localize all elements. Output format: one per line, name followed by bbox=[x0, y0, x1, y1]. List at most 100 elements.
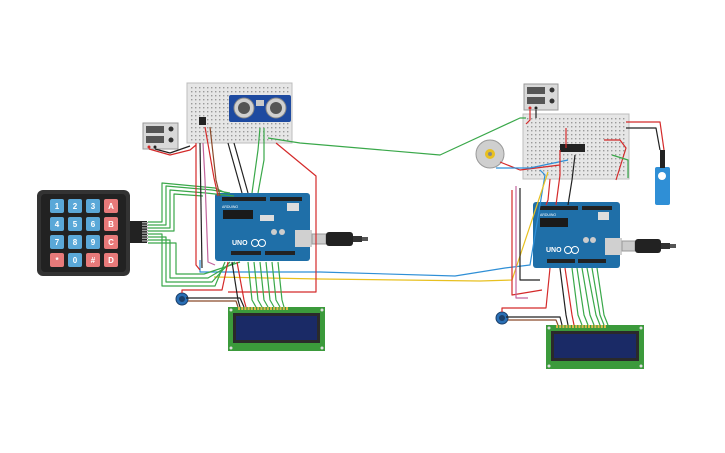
usb-cable-left[interactable] bbox=[311, 232, 368, 246]
wire-red-servo[interactable] bbox=[626, 121, 665, 151]
arduino-left[interactable]: UNO ARDUINO bbox=[215, 193, 312, 261]
wire-black-bb-left-3[interactable] bbox=[199, 142, 203, 269]
wire-pot-right-3[interactable] bbox=[508, 319, 559, 326]
wire-lcd-right-7[interactable] bbox=[591, 267, 605, 326]
wire-green-bb-right[interactable] bbox=[611, 154, 629, 178]
wire-lcd-right-2[interactable] bbox=[564, 267, 575, 326]
potentiometer-right[interactable] bbox=[495, 311, 509, 325]
wire-red-psu-right[interactable] bbox=[525, 110, 531, 125]
keypad-key[interactable]: 6 bbox=[86, 217, 100, 231]
wire-lcd-left-2[interactable] bbox=[236, 261, 247, 308]
wire-lcd-right-8[interactable] bbox=[596, 267, 609, 326]
wire-lcd-left-1[interactable] bbox=[231, 261, 241, 308]
wire-keypad-2[interactable] bbox=[148, 185, 231, 226]
wire-pot-left-3[interactable] bbox=[188, 300, 239, 308]
keypad-key-label: 2 bbox=[73, 202, 78, 211]
wire-green-bb-left-1[interactable] bbox=[251, 127, 261, 194]
wire-lcd-left-8[interactable] bbox=[277, 261, 285, 308]
keypad-key-label: 7 bbox=[55, 238, 60, 247]
wire-lcd-left-6[interactable] bbox=[265, 261, 275, 308]
wire-black-bb-left-1[interactable] bbox=[233, 142, 249, 194]
wire-red-bb-right-2[interactable] bbox=[511, 190, 543, 296]
wire-blue-motor[interactable] bbox=[496, 159, 569, 169]
wire-pot-left-2[interactable] bbox=[186, 297, 245, 308]
keypad-key-label: 9 bbox=[91, 238, 96, 247]
wire-red-bb-left-3[interactable] bbox=[195, 143, 201, 271]
power-supply-right[interactable] bbox=[523, 83, 559, 111]
wire-pink-left[interactable] bbox=[202, 142, 216, 266]
keypad-key-label: 5 bbox=[73, 220, 78, 229]
keypad-key[interactable]: 4 bbox=[50, 217, 64, 231]
wire-red-bb-left-2[interactable] bbox=[204, 126, 219, 197]
wire-pink-right[interactable] bbox=[515, 186, 528, 299]
wire-keypad-7[interactable] bbox=[148, 239, 236, 279]
wire-lcd-right-6[interactable] bbox=[586, 267, 601, 326]
dc-motor[interactable] bbox=[475, 139, 505, 169]
lcd-left[interactable] bbox=[228, 307, 325, 351]
keypad-key[interactable]: 8 bbox=[68, 235, 82, 249]
keypad-key[interactable]: * bbox=[50, 253, 64, 267]
wire-pot-left-1[interactable] bbox=[181, 261, 229, 293]
usb-cable-right[interactable] bbox=[621, 239, 676, 253]
wire-red-bb-right-4[interactable] bbox=[604, 139, 627, 181]
wire-lcd-left-7[interactable] bbox=[271, 261, 281, 308]
wire-pot-right-1[interactable] bbox=[501, 267, 551, 312]
wire-lcd-right-1[interactable] bbox=[559, 267, 569, 326]
servo-motor[interactable] bbox=[655, 150, 670, 205]
wire-red-bb-right-3[interactable] bbox=[555, 150, 561, 206]
wire-black-bb-right-1[interactable] bbox=[519, 188, 540, 281]
wire-lcd-right-4[interactable] bbox=[576, 267, 589, 326]
arduino-right-brand: UNO bbox=[546, 247, 562, 254]
wire-brown-bb-left[interactable] bbox=[209, 126, 221, 197]
ultrasonic-sensor[interactable] bbox=[229, 95, 291, 122]
wire-black-bb-right-2[interactable] bbox=[567, 154, 576, 206]
keypad-key[interactable]: 5 bbox=[68, 217, 82, 231]
wire-black-psu-left[interactable] bbox=[154, 145, 191, 154]
power-supply-left[interactable] bbox=[142, 122, 179, 150]
arduino-right[interactable]: UNO ARDUINO bbox=[533, 202, 622, 268]
wire-keypad-8[interactable] bbox=[148, 242, 241, 275]
wire-red-motor[interactable] bbox=[499, 161, 561, 171]
wire-red-bb-right-1[interactable] bbox=[545, 178, 551, 206]
potentiometer-left[interactable] bbox=[175, 292, 189, 306]
wire-red-bb-left[interactable] bbox=[228, 142, 317, 293]
wire-keypad-5[interactable] bbox=[148, 233, 226, 287]
keypad-key[interactable]: 3 bbox=[86, 199, 100, 213]
wires[interactable] bbox=[148, 110, 665, 326]
wire-green-bb-left-2[interactable] bbox=[257, 128, 265, 194]
wire-red-psu-left[interactable] bbox=[148, 144, 197, 156]
wire-lcd-right-3[interactable] bbox=[571, 267, 583, 326]
keypad-key-label: 4 bbox=[55, 220, 60, 229]
wire-black-bb-left-2[interactable] bbox=[227, 142, 243, 194]
wire-lcd-left-5[interactable] bbox=[259, 261, 269, 308]
wire-keypad-1[interactable] bbox=[148, 182, 227, 223]
keypad-key[interactable]: C bbox=[104, 235, 118, 249]
keypad-key-label: # bbox=[91, 256, 96, 265]
keypad-key[interactable]: B bbox=[104, 217, 118, 231]
wire-black-servo[interactable] bbox=[626, 127, 661, 151]
wire-keypad-6[interactable] bbox=[148, 236, 231, 283]
wire-lcd-right-5[interactable] bbox=[581, 267, 595, 326]
keypad-key[interactable]: D bbox=[104, 253, 118, 267]
keypad-key[interactable]: 1 bbox=[50, 199, 64, 213]
wire-green-cross[interactable] bbox=[267, 117, 526, 156]
ic-chip-right[interactable] bbox=[560, 144, 585, 152]
wire-yellow-cross[interactable] bbox=[213, 171, 549, 282]
keypad-key[interactable]: 7 bbox=[50, 235, 64, 249]
wire-keypad-3[interactable] bbox=[148, 189, 235, 229]
wire-pot-right-2[interactable] bbox=[506, 316, 563, 326]
keypad-key[interactable]: 2 bbox=[68, 199, 82, 213]
keypad-key[interactable]: 0 bbox=[68, 253, 82, 267]
arduino-left-brand: UNO bbox=[232, 240, 248, 247]
wire-keypad-4[interactable] bbox=[148, 193, 204, 232]
transistor-left[interactable] bbox=[199, 117, 206, 125]
wire-lcd-left-4[interactable] bbox=[253, 261, 263, 308]
keypad-key[interactable]: 9 bbox=[86, 235, 100, 249]
keypad-key[interactable]: # bbox=[86, 253, 100, 267]
wire-lcd-left-3[interactable] bbox=[247, 261, 257, 308]
keypad-key[interactable]: A bbox=[104, 199, 118, 213]
lcd-right[interactable] bbox=[546, 325, 644, 369]
keypad-key-label: A bbox=[108, 202, 114, 211]
